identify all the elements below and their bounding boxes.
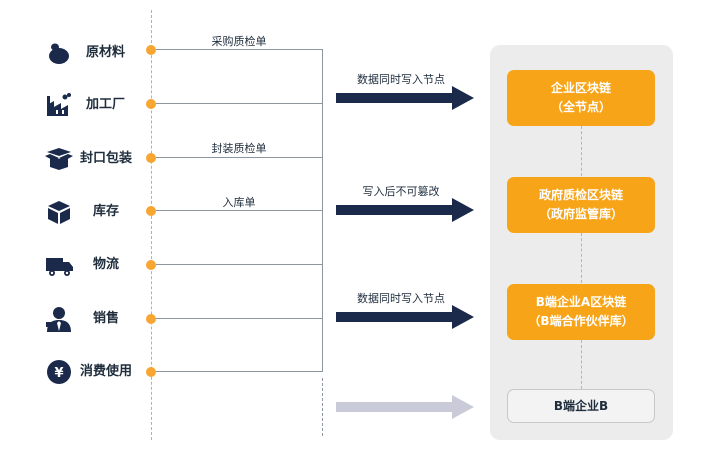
collector-line-dashed [322, 378, 323, 436]
timeline-dot [146, 153, 156, 163]
connector-line [156, 49, 322, 50]
svg-text:¥: ¥ [54, 366, 63, 381]
timeline-dot [146, 314, 156, 324]
doc-label-packaging-inspection: 封装质检单 [211, 142, 267, 155]
arrow-to-government-chain [336, 197, 476, 223]
bean-icon [44, 38, 74, 68]
salesperson-icon [44, 304, 74, 334]
timeline-dot [146, 367, 156, 377]
package-icon [44, 197, 74, 227]
government-chain-box: 政府质检区块链 （政府监管库） [507, 177, 655, 233]
timeline-dot [146, 206, 156, 216]
stage-label-packaging: 封口包装 [80, 151, 133, 166]
connector-line [156, 157, 322, 158]
partner-chain-box: B端企业A区块链 （B端合作伙伴库） [507, 284, 655, 340]
arrow-label-write-nodes-2: 数据同时写入节点 [357, 292, 445, 305]
government-chain-subtitle: （政府监管库） [538, 207, 623, 221]
truck-icon [44, 250, 74, 280]
government-chain-title: 政府质检区块链 [538, 188, 623, 202]
arrow-label-immutable: 写入后不可篡改 [362, 185, 440, 198]
timeline-dot [146, 260, 156, 270]
arrow-to-partner-chain [336, 304, 476, 330]
enterprise-chain-title: 企业区块链 [550, 81, 611, 95]
stage-label-logistics: 物流 [93, 257, 120, 272]
connector-line [156, 264, 322, 265]
enterprise-chain-subtitle: （全节点） [550, 100, 611, 114]
arrow-to-enterprise-chain [336, 85, 476, 111]
panel-connector-dashed [581, 233, 582, 283]
arrow-label-write-nodes: 数据同时写入节点 [357, 73, 445, 86]
connector-line [156, 103, 322, 104]
connector-line [156, 318, 322, 319]
collector-line [322, 49, 323, 372]
doc-label-warehouse-receipt: 入库单 [222, 196, 256, 209]
connector-line [156, 210, 322, 211]
timeline-dot [146, 99, 156, 109]
partner-chain-title: B端企业A区块链 [535, 295, 627, 309]
timeline-dot [146, 45, 156, 55]
connector-line [156, 371, 322, 372]
yen-coin-icon: ¥ [44, 357, 74, 387]
stage-label-factory: 加工厂 [86, 97, 126, 112]
doc-label-purchase-inspection: 采购质检单 [211, 35, 267, 48]
panel-connector-dashed [581, 126, 582, 176]
timeline-dashed-line [151, 10, 152, 440]
stage-label-raw-material: 原材料 [86, 45, 126, 60]
panel-connector-dashed [581, 340, 582, 389]
open-box-icon [44, 143, 74, 173]
factory-icon [44, 91, 74, 121]
enterprise-b-box: B端企业B [507, 389, 655, 423]
partner-chain-subtitle: （B端合作伙伴库） [528, 314, 634, 328]
stage-label-inventory: 库存 [93, 204, 120, 219]
stage-label-consumption: 消费使用 [80, 364, 133, 379]
arrow-to-enterprise-b [336, 394, 476, 420]
stage-label-sales: 销售 [93, 311, 120, 326]
enterprise-chain-box: 企业区块链 （全节点） [507, 70, 655, 126]
